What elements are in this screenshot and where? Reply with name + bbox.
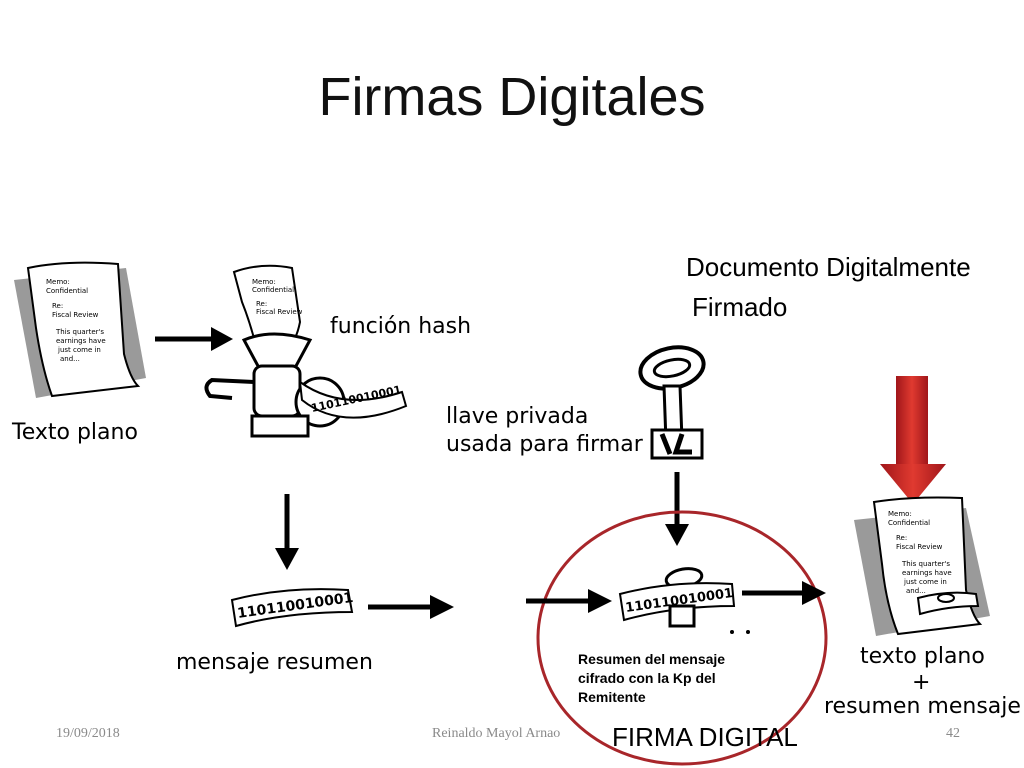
hash-grinder-icon: Memo: Confidential Re: Fiscal Review 110…: [192, 262, 412, 452]
firma-digital-circle: [536, 510, 828, 766]
resumen-note-line: cifrado con la Kp del: [578, 670, 716, 686]
resumen-mensaje-label: resumen mensaje: [824, 694, 1020, 719]
arrow-right-icon: [155, 327, 233, 351]
memo-text: and...: [60, 355, 80, 363]
memo-text: Fiscal Review: [52, 311, 99, 319]
signed-memo-document-icon: Memo: Confidential Re: Fiscal Review Thi…: [848, 494, 1004, 644]
memo-text: This quarter's: [901, 560, 950, 568]
memo-text: Fiscal Review: [896, 543, 943, 551]
memo-text: Re:: [52, 302, 63, 310]
resumen-note-line: Remitente: [578, 689, 646, 705]
memo-text: Memo:: [252, 278, 276, 286]
memo-text: Memo:: [888, 510, 912, 518]
slide-title: Firmas Digitales: [318, 67, 706, 127]
memo-text: Re:: [896, 534, 907, 542]
encrypted-digest-icon: 110110010001: [618, 567, 736, 628]
footer-author: Reinaldo Mayol Arnao: [432, 726, 561, 741]
llave-privada-label: llave privada: [446, 404, 589, 429]
footer-page-number: 42: [946, 726, 960, 741]
arrow-right-icon: [368, 595, 454, 619]
memo-text: and...: [906, 587, 926, 595]
binary-strip-icon: 110110010001: [230, 588, 354, 628]
memo-text: Confidential: [252, 286, 294, 294]
llave-privada-label-2: usada para firmar: [446, 432, 643, 457]
memo-text: Confidential: [46, 287, 88, 295]
arrow-right-icon: [742, 581, 826, 605]
memo-text: just come in: [903, 578, 947, 586]
resumen-note-line: Resumen del mensaje: [578, 651, 726, 667]
texto-plano-label: Texto plano: [12, 420, 138, 445]
memo-text: This quarter's: [55, 328, 104, 336]
memo-text: Re:: [256, 300, 267, 308]
texto-plano-2-label: texto plano: [860, 644, 985, 669]
arrow-right-icon: [526, 589, 612, 613]
memo-document-icon: Memo: Confidential Re: Fiscal Review Thi…: [6, 258, 156, 408]
dots: [726, 624, 756, 638]
resumen-note: Resumen del mensaje cifrado con la Kp de…: [578, 650, 768, 707]
memo-text: Memo:: [46, 278, 70, 286]
firma-digital-label: FIRMA DIGITAL: [612, 722, 798, 752]
arrow-down-icon: [665, 472, 689, 546]
memo-text: Confidential: [888, 519, 930, 527]
documento-firmado-label: Documento Digitalmente: [686, 252, 971, 282]
memo-text: earnings have: [56, 337, 106, 345]
funcion-hash-label: función hash: [330, 314, 472, 339]
private-key-icon: [622, 340, 722, 466]
footer-date: 19/09/2018: [56, 726, 120, 741]
documento-firmado-label-2: Firmado: [692, 292, 788, 322]
memo-text: just come in: [57, 346, 101, 354]
arrow-down-icon: [275, 494, 299, 570]
plus-label: +: [912, 670, 931, 695]
red-arrow-down-icon: [880, 376, 946, 504]
memo-text: Fiscal Review: [256, 308, 303, 316]
mensaje-resumen-label: mensaje resumen: [176, 650, 373, 675]
memo-text: earnings have: [902, 569, 952, 577]
